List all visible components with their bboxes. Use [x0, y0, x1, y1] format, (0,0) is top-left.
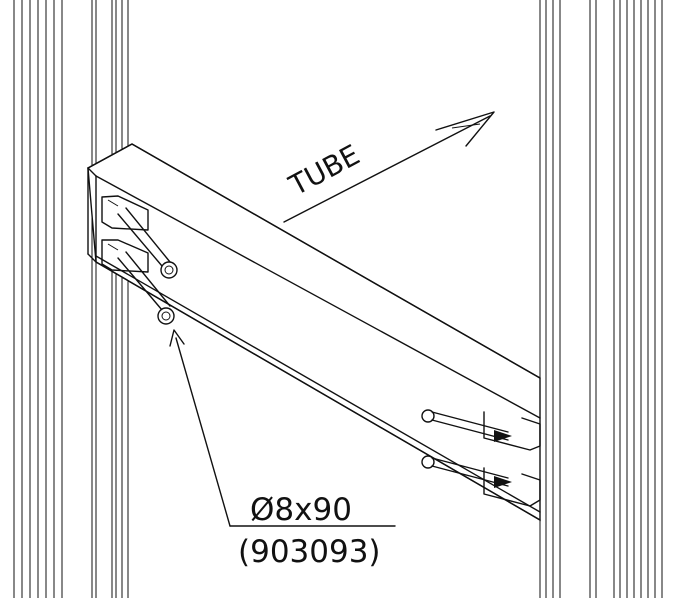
leader-line	[169, 329, 396, 527]
screw-dimension-label: Ø8x90	[250, 492, 352, 528]
rear-screw-lower	[421, 455, 512, 488]
front-slots	[101, 195, 149, 273]
tube-direction-label: TUBE	[283, 138, 365, 203]
tube-direction-arrow	[283, 111, 495, 223]
rear-screw-upper	[421, 409, 512, 442]
tube-beam	[87, 143, 541, 522]
part-number-label: (903093)	[238, 534, 381, 570]
front-screw-upper	[117, 207, 178, 279]
left-frame-post	[13, 0, 129, 598]
front-screw-lower	[117, 251, 175, 325]
right-frame-post	[539, 0, 663, 598]
